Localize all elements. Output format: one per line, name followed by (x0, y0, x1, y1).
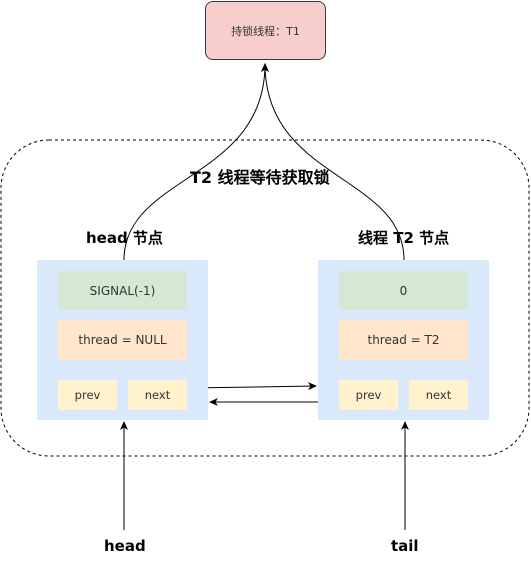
lock-owner-label: 持锁线程：T1 (231, 24, 300, 38)
t2-node-next: next (409, 380, 468, 410)
t2-node-status-text: 0 (399, 283, 408, 298)
t2-node-prev: prev (339, 380, 398, 410)
lock-owner-box: 持锁线程：T1 (205, 1, 326, 60)
head-node-prev-text: prev (74, 388, 101, 402)
head-node-next-text: next (144, 388, 171, 402)
head-node-status-text: SIGNAL(-1) (89, 283, 156, 298)
waiting-group-border (0, 139, 530, 457)
tail-pointer-label: tail (391, 537, 419, 555)
head-node-thread-text: thread = NULL (78, 333, 167, 347)
head-node-status: SIGNAL(-1) (58, 271, 187, 310)
next-link-arrow (187, 382, 317, 391)
head-node-title: head 节点 (86, 229, 163, 247)
t2-node-next-text: next (425, 388, 452, 402)
t2-to-owner-curve (261, 63, 405, 261)
t2-node-title: 线程 T2 节点 (358, 229, 450, 247)
head-pointer-label: head (104, 537, 146, 555)
wait-group-title: T2 线程等待获取锁 (190, 168, 330, 187)
t2-node-thread-text: thread = T2 (367, 333, 440, 347)
head-node-prev: prev (58, 380, 117, 410)
head-node-thread: thread = NULL (58, 320, 187, 360)
t2-node-thread: thread = T2 (339, 320, 468, 360)
head-node-next: next (128, 380, 187, 410)
head-to-owner-curve (123, 63, 269, 261)
t2-node-status: 0 (339, 271, 468, 310)
t2-node-prev-text: prev (355, 388, 382, 402)
